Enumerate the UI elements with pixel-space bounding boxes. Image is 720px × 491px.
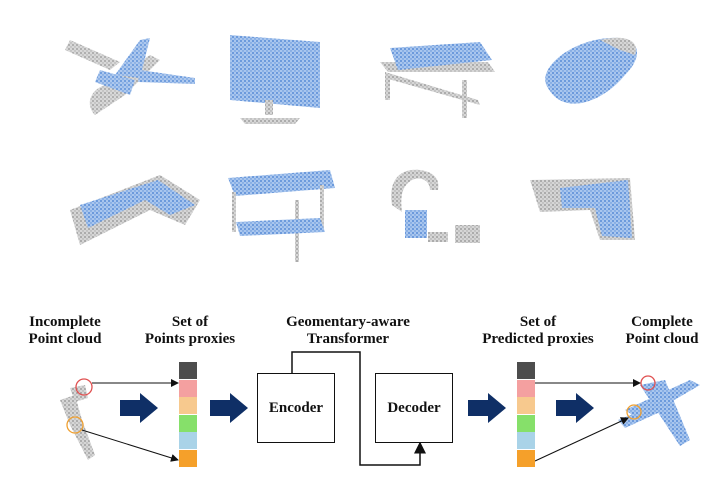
predicted-proxy-2 — [517, 397, 535, 414]
points-proxy-0 — [179, 362, 197, 379]
cabinet-cloud — [530, 178, 635, 240]
encoder-label: Encoder — [268, 399, 324, 416]
transformer-label-line2: Transformer — [306, 331, 390, 347]
predicted-proxy-3 — [517, 414, 535, 432]
predicted-proxy-1 — [517, 379, 535, 397]
bench-cloud — [380, 42, 495, 118]
complete-label-line1: Complete — [631, 314, 693, 330]
set-points-label-line2: Points proxies — [144, 331, 236, 347]
flow-arrow-2 — [210, 393, 248, 423]
points-proxy-1 — [179, 379, 197, 397]
airplane-cloud — [65, 38, 195, 115]
encoder-box: Encoder — [257, 373, 335, 443]
points-proxy-2 — [179, 397, 197, 414]
decoder-box: Decoder — [375, 373, 453, 443]
set-points-label: Set of Points proxies — [135, 314, 245, 348]
complete-label: Complete Point cloud — [610, 314, 714, 348]
transformer-label: Geomentary-aware Transformer — [278, 314, 418, 348]
transformer-label-line1: Geomentary-aware — [286, 314, 410, 330]
incomplete-cloud — [60, 378, 95, 460]
complete-label-line2: Point cloud — [625, 331, 699, 347]
decoder-label: Decoder — [387, 399, 441, 416]
flow-arrow-4 — [556, 393, 594, 423]
predicted-proxy-4 — [517, 432, 535, 449]
predicted-proxy-5 — [517, 449, 535, 467]
complete-cloud — [618, 375, 700, 446]
faucet-cloud — [391, 169, 480, 243]
encoder-decoder-link — [291, 351, 426, 466]
predicted-proxy-0 — [517, 362, 535, 379]
set-predicted-label: Set of Predicted proxies — [468, 314, 608, 348]
set-points-label-line1: Set of — [171, 314, 209, 330]
set-predicted-label-line1: Set of — [519, 314, 557, 330]
points-proxy-3 — [179, 414, 197, 432]
monitor-cloud — [230, 35, 320, 124]
incomplete-label-line1: Incomplete — [29, 314, 101, 330]
pipe-cloud — [70, 175, 200, 245]
incomplete-label-line2: Point cloud — [28, 331, 102, 347]
flow-arrow-3 — [468, 393, 506, 423]
lamp-cloud — [545, 37, 637, 104]
flow-arrow-1 — [120, 393, 158, 423]
set-predicted-label-line2: Predicted proxies — [482, 331, 594, 347]
table-cloud — [228, 170, 335, 262]
incomplete-label: Incomplete Point cloud — [10, 314, 120, 348]
points-proxy-4 — [179, 432, 197, 449]
points-proxy-5 — [179, 449, 197, 467]
